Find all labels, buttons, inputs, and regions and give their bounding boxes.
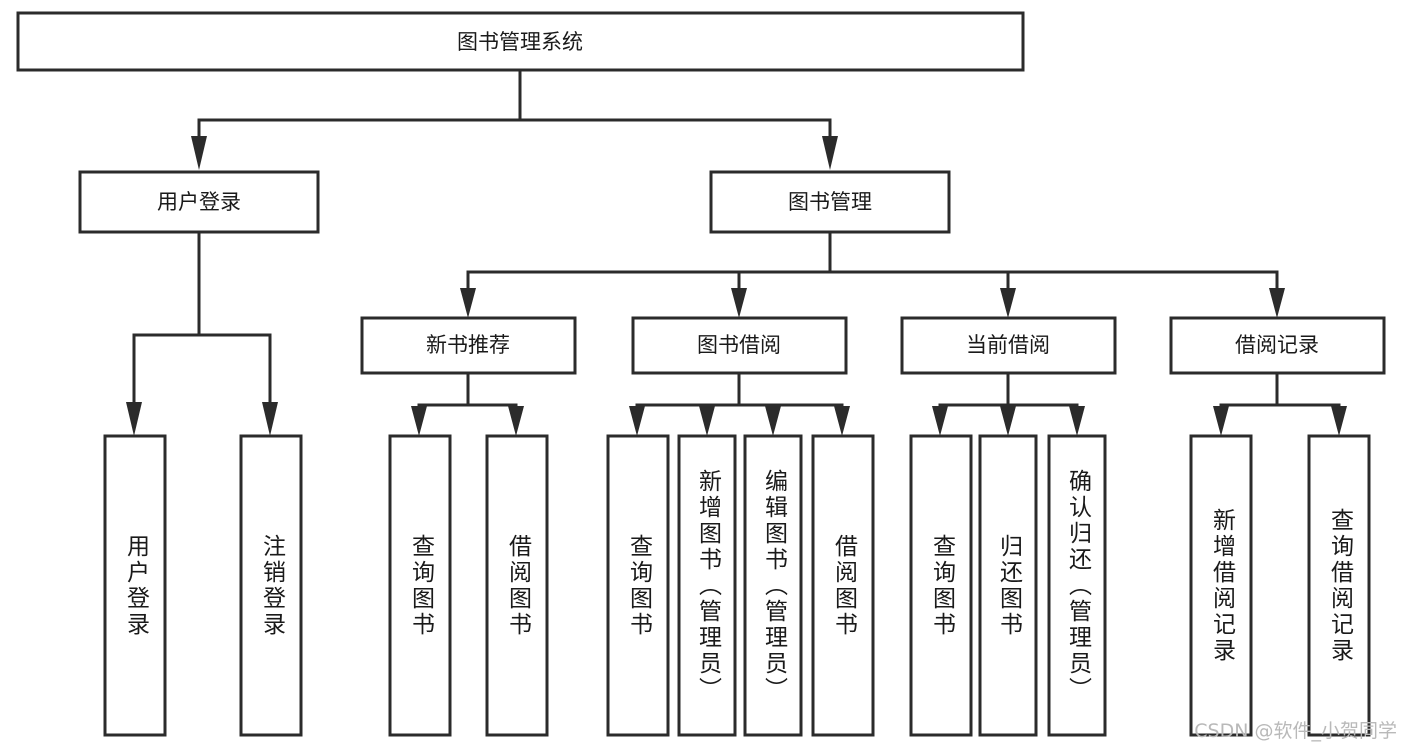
arrow-head-current-3 bbox=[1069, 406, 1085, 436]
node-root[interactable]: 图书管理系统 bbox=[16, 11, 1025, 72]
leaf-rect-group bbox=[103, 434, 1371, 737]
leaf-rect-records-1[interactable] bbox=[1189, 434, 1253, 737]
arrow-head-borrow-1 bbox=[629, 406, 645, 436]
node-user-login-label: 用户登录 bbox=[157, 190, 241, 214]
arrow-head-records-1 bbox=[1213, 406, 1229, 436]
node-new-book-recommend[interactable]: 新书推荐 bbox=[360, 316, 577, 375]
arrow-head-current-2 bbox=[1000, 406, 1016, 436]
arrow-head-borrow-4 bbox=[834, 406, 850, 436]
node-book-borrow[interactable]: 图书借阅 bbox=[631, 316, 848, 375]
leaf-rect-recommend-2[interactable] bbox=[485, 434, 549, 737]
leaf-rect-borrow-3[interactable] bbox=[743, 434, 803, 737]
arrow-head-level3-1 bbox=[460, 288, 476, 318]
arrow-head-recommend-2 bbox=[508, 406, 524, 436]
node-current-borrow-rect[interactable] bbox=[900, 316, 1117, 375]
leaf-rect-user-login-1[interactable] bbox=[103, 434, 167, 737]
arrow-head-book-manage bbox=[822, 136, 838, 170]
node-book-manage-label: 图书管理 bbox=[788, 190, 872, 214]
arrow-head-leaf-user-login-1 bbox=[126, 402, 142, 436]
node-user-login-rect[interactable] bbox=[78, 170, 320, 234]
arrow-head-user-login bbox=[191, 136, 207, 170]
leaf-rect-borrow-2[interactable] bbox=[677, 434, 737, 737]
node-user-login[interactable]: 用户登录 bbox=[78, 170, 320, 234]
arrow-head-level3-4 bbox=[1269, 288, 1285, 318]
node-current-borrow[interactable]: 当前借阅 bbox=[900, 316, 1117, 375]
node-borrow-records-label: 借阅记录 bbox=[1235, 333, 1319, 357]
leaf-rect-borrow-4[interactable] bbox=[811, 434, 875, 737]
leaf-rect-current-1[interactable] bbox=[909, 434, 973, 737]
arrow-head-recommend-1 bbox=[411, 406, 427, 436]
node-book-borrow-label: 图书借阅 bbox=[697, 333, 781, 357]
node-current-borrow-label: 当前借阅 bbox=[966, 333, 1050, 357]
leaf-rect-current-3[interactable] bbox=[1047, 434, 1107, 737]
leaf-rect-current-2[interactable] bbox=[978, 434, 1038, 737]
arrow-head-records-2 bbox=[1331, 406, 1347, 436]
node-borrow-records[interactable]: 借阅记录 bbox=[1169, 316, 1386, 375]
leaf-rect-recommend-1[interactable] bbox=[388, 434, 452, 737]
arrow-head-level3-3 bbox=[1000, 288, 1016, 318]
watermark-label: CSDN @软件_小贺同学 bbox=[1194, 720, 1397, 742]
arrow-head-borrow-2 bbox=[699, 406, 715, 436]
arrow-head-borrow-3 bbox=[765, 406, 781, 436]
node-root-label: 图书管理系统 bbox=[457, 30, 583, 54]
node-book-manage-rect[interactable] bbox=[709, 170, 951, 234]
node-root-rect[interactable] bbox=[16, 11, 1025, 72]
connector-group bbox=[126, 68, 1347, 436]
node-new-book-recommend-rect[interactable] bbox=[360, 316, 577, 375]
node-new-book-recommend-label: 新书推荐 bbox=[426, 333, 510, 357]
arrow-head-leaf-user-login-2 bbox=[262, 402, 278, 436]
arrow-head-current-1 bbox=[932, 406, 948, 436]
leaf-rect-borrow-1[interactable] bbox=[606, 434, 670, 737]
node-book-borrow-rect[interactable] bbox=[631, 316, 848, 375]
node-borrow-records-rect[interactable] bbox=[1169, 316, 1386, 375]
leaf-rect-user-login-2[interactable] bbox=[239, 434, 303, 737]
node-book-manage[interactable]: 图书管理 bbox=[709, 170, 951, 234]
leaf-rect-records-2[interactable] bbox=[1307, 434, 1371, 737]
arrow-head-level3-2 bbox=[731, 288, 747, 318]
